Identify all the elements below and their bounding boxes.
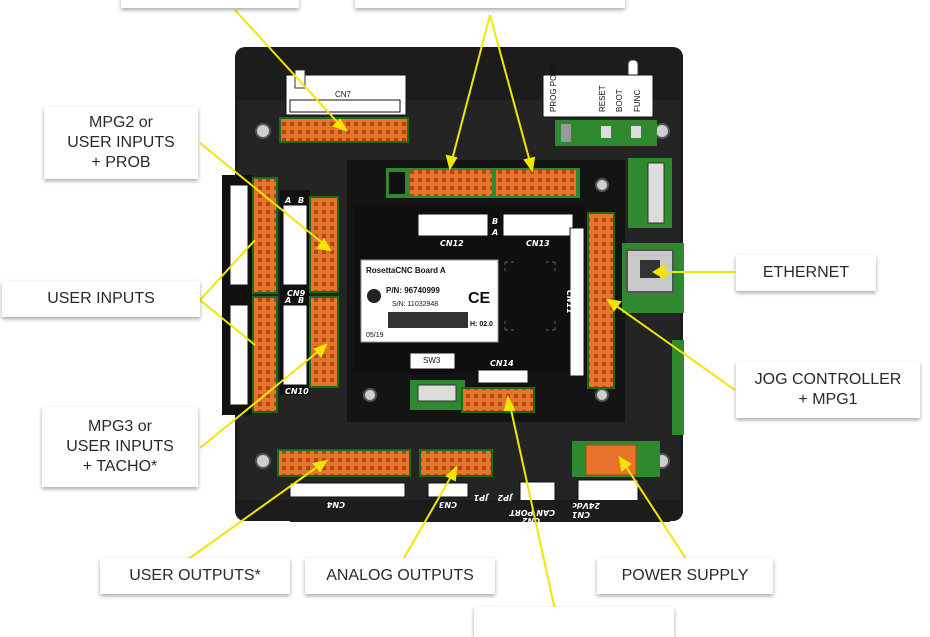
callout-ethernet: ETHERNET xyxy=(736,255,876,291)
cn5-pin-numbers xyxy=(229,304,249,406)
cn13-pin-numbers xyxy=(502,213,574,237)
prog-port-label: PROG PORT xyxy=(549,64,558,112)
callout-user-outputs: USER OUTPUTS* xyxy=(100,558,290,594)
cn12-col-a: A xyxy=(491,228,498,237)
callout-mpg3: MPG3 or USER INPUTS + TACHO* xyxy=(42,407,198,487)
board-diagram: CN7 PROG PORT RESET BOOT FUNC CN6 CN5 A … xyxy=(2,0,920,611)
cn12-col-b: B xyxy=(492,217,498,226)
jp2-label: JP2 xyxy=(497,493,514,502)
cn9-col-a: A xyxy=(284,196,291,205)
cn4-label: CN4 xyxy=(326,500,345,509)
dashed-corners xyxy=(504,261,556,331)
cn12-header xyxy=(389,172,405,194)
side-pcb-edge xyxy=(672,340,684,435)
cn12-pin-numbers xyxy=(417,213,489,237)
callout-jog-controller: JOG CONTROLLER + MPG1 xyxy=(736,362,920,418)
cn10-terminal[interactable] xyxy=(309,296,339,388)
cn6-pin-numbers xyxy=(229,184,249,286)
top-callout-right xyxy=(355,0,625,8)
cn10-label: CN10 xyxy=(285,387,309,396)
can-port-label: CAN PORT xyxy=(509,508,555,517)
sticker-pn: P/N: 96740999 xyxy=(386,286,440,295)
sticker-barcode xyxy=(388,312,468,328)
leader-lines xyxy=(179,9,736,611)
sw3-label-box xyxy=(409,352,456,370)
cn4-pin-numbers xyxy=(289,482,406,498)
sticker-ce: CE xyxy=(468,290,491,307)
callout-bottom-partial xyxy=(474,607,674,637)
product-sticker xyxy=(360,259,499,343)
cn7-pin-numbers xyxy=(289,99,401,113)
callout-user-inputs: USER INPUTS xyxy=(2,281,200,317)
func-label: FUNC xyxy=(633,90,642,112)
cn13-terminal[interactable] xyxy=(496,170,576,196)
sw3-switch[interactable] xyxy=(417,384,457,402)
boot-label: BOOT xyxy=(615,89,624,112)
cn12-label: CN12 xyxy=(440,239,464,248)
cn10-col-b: B xyxy=(298,296,304,305)
cn14-label: CN14 xyxy=(490,359,514,368)
sticker-name: RosettaCNC Board A xyxy=(366,266,446,275)
reset-label: RESET xyxy=(598,85,607,112)
rail-clip-left xyxy=(294,69,306,89)
cn12-terminal[interactable] xyxy=(410,170,492,196)
ethernet-socket xyxy=(640,260,660,278)
usb-prog-port[interactable] xyxy=(561,124,571,142)
dip-switch[interactable] xyxy=(647,162,665,224)
sticker-logo xyxy=(367,289,381,303)
sticker-date: 05/19 xyxy=(366,332,384,339)
sw3-label: SW3 xyxy=(423,356,441,365)
voltage-label: 24Vdc xyxy=(572,501,600,510)
cn7-label: CN7 xyxy=(335,90,352,99)
cn9-col-b: B xyxy=(298,196,304,205)
callout-power-supply: POWER SUPPLY xyxy=(597,558,773,594)
boot-button[interactable] xyxy=(631,126,641,138)
cn3-label: CN3 xyxy=(438,500,457,509)
cn14-pin-numbers xyxy=(477,369,529,384)
sticker-sn: S/N: 11032948 xyxy=(392,301,438,308)
cn5-label: CN5 xyxy=(230,352,239,371)
cn11-label: CN11 xyxy=(565,290,574,314)
callout-analog-outputs: ANALOG OUTPUTS xyxy=(305,558,495,594)
cn6-label: CN6 xyxy=(230,245,239,264)
board-drawing: CN7 PROG PORT RESET BOOT FUNC CN6 CN5 A … xyxy=(179,9,736,611)
button-label-panel xyxy=(542,74,654,118)
cn5-terminal[interactable] xyxy=(252,296,278,413)
cn11-pin-numbers xyxy=(569,227,585,377)
callout-mpg2: MPG2 or USER INPUTS + PROB xyxy=(44,107,198,179)
cn2-label: CN2 xyxy=(521,516,540,525)
reset-button[interactable] xyxy=(601,126,611,138)
cn1-label: CN1 xyxy=(572,510,590,519)
cn13-label: CN13 xyxy=(526,239,550,248)
cn9-label: CN9 xyxy=(287,289,306,298)
cn3-pin-numbers xyxy=(427,482,469,498)
cn10-pin-numbers xyxy=(282,304,308,386)
cn14-terminal[interactable] xyxy=(461,387,535,413)
bottom-tab xyxy=(290,500,670,522)
sticker-hw: H: 02.0 xyxy=(470,321,493,328)
cn4-terminal[interactable] xyxy=(277,449,411,477)
jp1-label: JP1 xyxy=(474,493,490,502)
top-callout-left xyxy=(121,0,299,8)
cn10-col-a: A xyxy=(284,296,291,305)
cn9-pin-numbers xyxy=(282,204,308,286)
